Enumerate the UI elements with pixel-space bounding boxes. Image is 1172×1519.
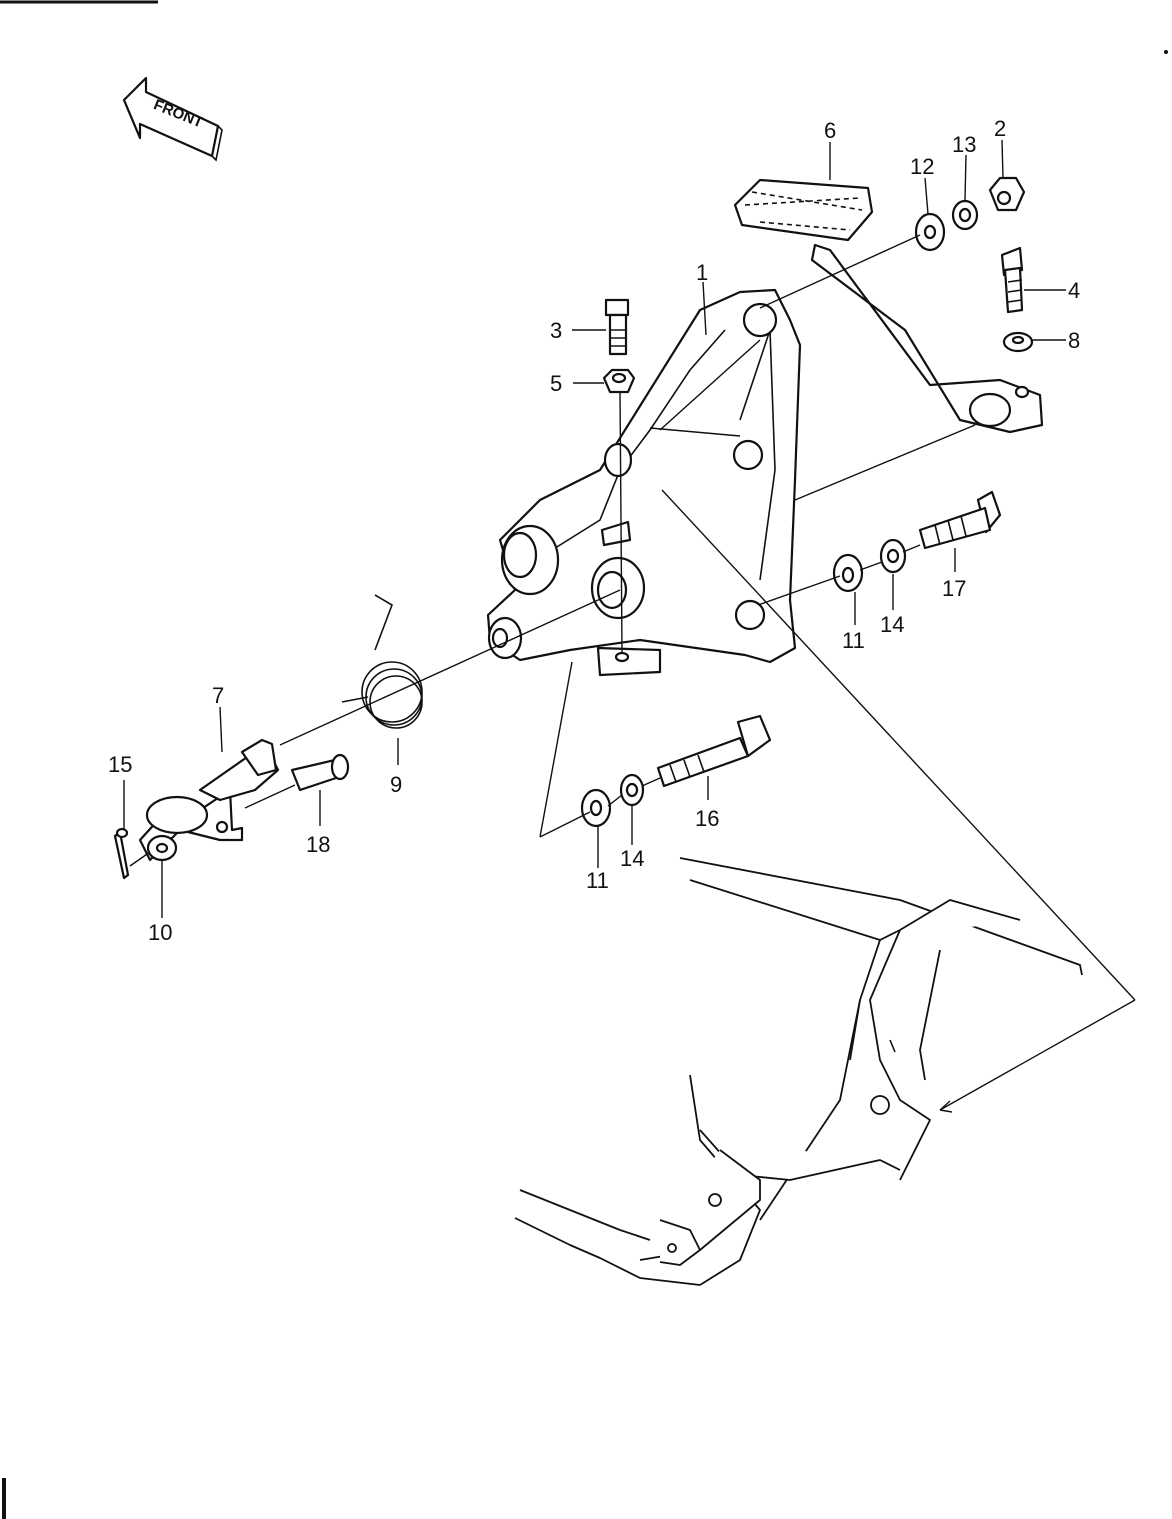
callout-5: 5 — [550, 371, 562, 396]
bolt-16 — [656, 714, 772, 788]
callout-14-lower: 14 — [620, 846, 644, 871]
callout-18: 18 — [306, 832, 330, 857]
cotter-pin — [113, 827, 130, 880]
callout-7: 7 — [212, 683, 224, 708]
nut-5 — [602, 368, 636, 394]
callout-leaders — [123, 139, 1066, 918]
callout-2: 2 — [994, 116, 1006, 141]
callout-3: 3 — [550, 318, 562, 343]
callout-11-upper: 11 — [842, 628, 865, 653]
callout-10: 10 — [148, 920, 172, 945]
callout-6: 6 — [824, 118, 836, 143]
callout-labels: 1 2 3 4 5 6 7 8 9 10 11 11 12 13 14 14 1… — [108, 116, 1080, 945]
front-arrow-icon: FRONT — [122, 76, 223, 162]
frame-section — [514, 857, 1083, 1286]
clevis-pin — [290, 753, 350, 792]
callout-13: 13 — [952, 132, 976, 157]
lockwasher-14-lower — [619, 773, 645, 807]
washer-10 — [146, 834, 178, 862]
nut-2 — [988, 176, 1026, 212]
lockwasher-14-upper — [879, 538, 907, 574]
pedal-bracket — [486, 288, 802, 677]
washer-8 — [1002, 331, 1034, 353]
return-spring — [341, 594, 423, 729]
bolt-3 — [604, 298, 630, 356]
callout-1: 1 — [696, 260, 708, 285]
callout-8: 8 — [1068, 328, 1080, 353]
callout-14-upper: 14 — [880, 612, 904, 637]
callout-17: 17 — [942, 576, 966, 601]
callout-9: 9 — [390, 772, 402, 797]
callout-16: 16 — [695, 806, 719, 831]
assembly-lines — [129, 234, 1136, 1113]
brake-pedal — [733, 178, 1044, 434]
washer-11-lower — [580, 788, 612, 828]
scan-dot — [1164, 50, 1168, 54]
callout-15: 15 — [108, 752, 132, 777]
callout-4: 4 — [1068, 278, 1080, 303]
washer-11-upper — [832, 553, 864, 593]
scan-edge-mark-bottom — [2, 1478, 6, 1519]
callout-11-lower: 11 — [586, 868, 609, 893]
lockwasher-13 — [951, 199, 979, 231]
callout-12: 12 — [910, 154, 934, 179]
bolt-4 — [1000, 246, 1024, 314]
bolt-17 — [918, 490, 1002, 550]
washer-12 — [914, 212, 946, 252]
